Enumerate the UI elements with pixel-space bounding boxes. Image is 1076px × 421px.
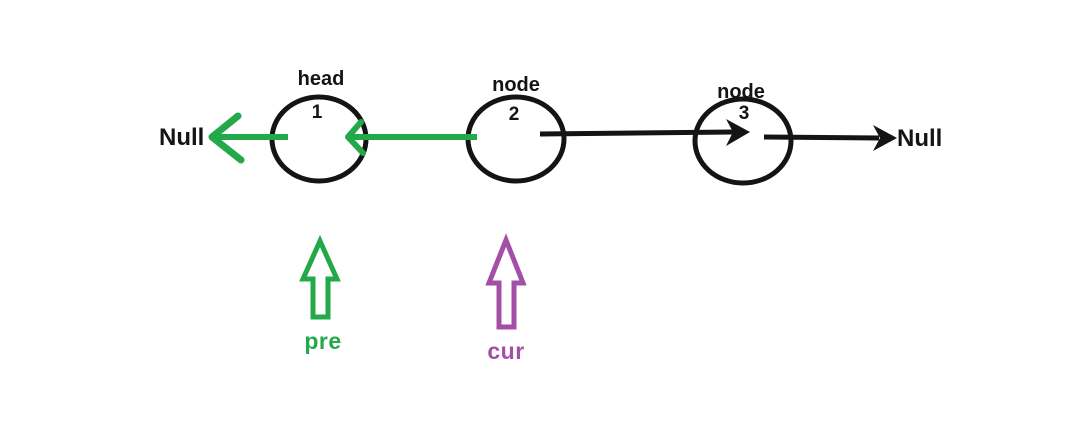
node3-to-null-arrow-line (763, 134, 880, 141)
node-2-title: node (492, 74, 540, 96)
node2-to-node1-arrowhead-icon (345, 119, 366, 156)
null-label-right: Null (897, 125, 943, 152)
null-label-left: Null (159, 124, 205, 151)
node-1-value: 1 (311, 102, 323, 123)
node-3-value: 3 (738, 103, 750, 124)
node-3-circle (692, 96, 794, 186)
node2-to-node3-arrow-line (539, 129, 734, 137)
pre-pointer-label: pre (304, 328, 342, 354)
node3-to-null-arrowhead-icon (873, 125, 897, 151)
node2-to-node3-arrowhead-icon (726, 119, 750, 146)
pre-pointer-up-arrow-icon (299, 234, 341, 320)
node-3-title: node (717, 81, 765, 103)
node-1-title: head (297, 68, 345, 90)
node1-to-null-arrowhead-icon (208, 112, 245, 164)
cur-pointer-up-arrow-icon (485, 233, 527, 330)
node-2-value: 2 (508, 104, 520, 125)
cur-pointer-label: cur (487, 338, 525, 364)
